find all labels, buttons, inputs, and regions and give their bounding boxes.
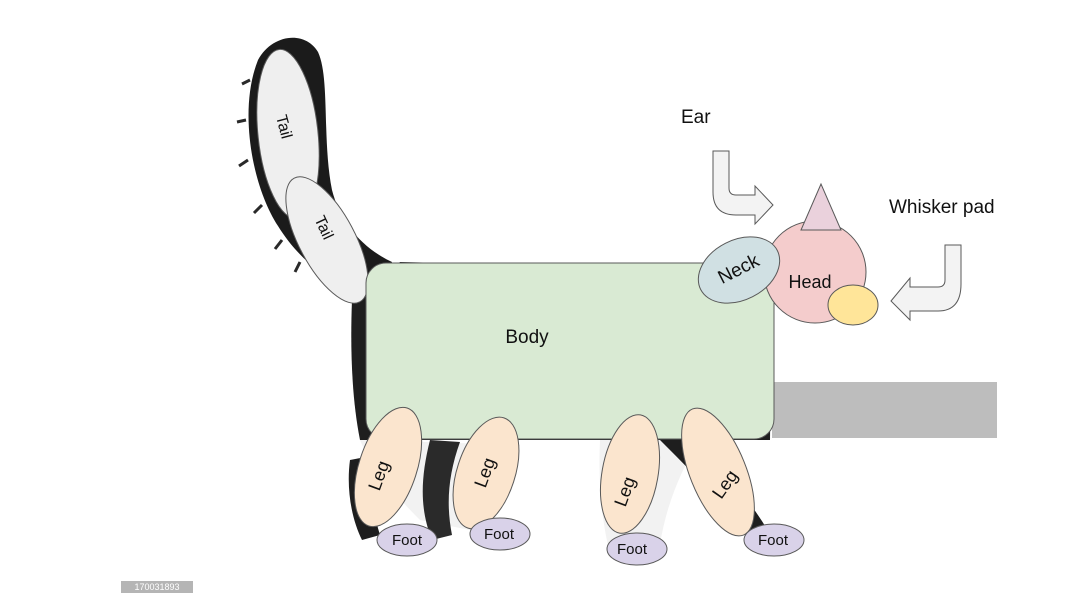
ear-shape	[800, 182, 842, 231]
cat-tail-fur-tips	[236, 78, 302, 273]
foot-label-3: Foot	[617, 541, 648, 558]
leg-shape-1	[353, 406, 423, 528]
whisker-pad-label: Whisker pad	[889, 197, 995, 218]
neck-shape	[697, 236, 781, 304]
whisker-arrow-icon	[890, 244, 962, 322]
whisker-pad-shape	[827, 284, 879, 326]
body-label: Body	[505, 327, 549, 348]
tail-upper-label: Tail	[272, 113, 295, 141]
cat-hind-leg-dark	[422, 440, 460, 540]
body-shape	[365, 262, 775, 440]
head-label: Head	[788, 272, 831, 292]
foot-shape-4	[743, 523, 805, 557]
tail-lower-shape	[285, 176, 369, 304]
foot-shape-2	[469, 517, 531, 551]
foot-label-4: Foot	[758, 532, 789, 549]
leg-shape-2	[452, 416, 520, 530]
leg-shape-4	[681, 407, 755, 537]
image-id-tag: 170031893	[121, 581, 193, 593]
shadow-bar	[772, 382, 997, 438]
ear-label: Ear	[681, 107, 711, 128]
foot-shape-1	[376, 523, 438, 557]
foot-shape-3	[606, 532, 668, 566]
ear-arrow-icon	[712, 150, 774, 226]
leg-shape-3	[600, 414, 660, 534]
foot-label-1: Foot	[392, 532, 423, 549]
foot-label-2: Foot	[484, 526, 515, 543]
